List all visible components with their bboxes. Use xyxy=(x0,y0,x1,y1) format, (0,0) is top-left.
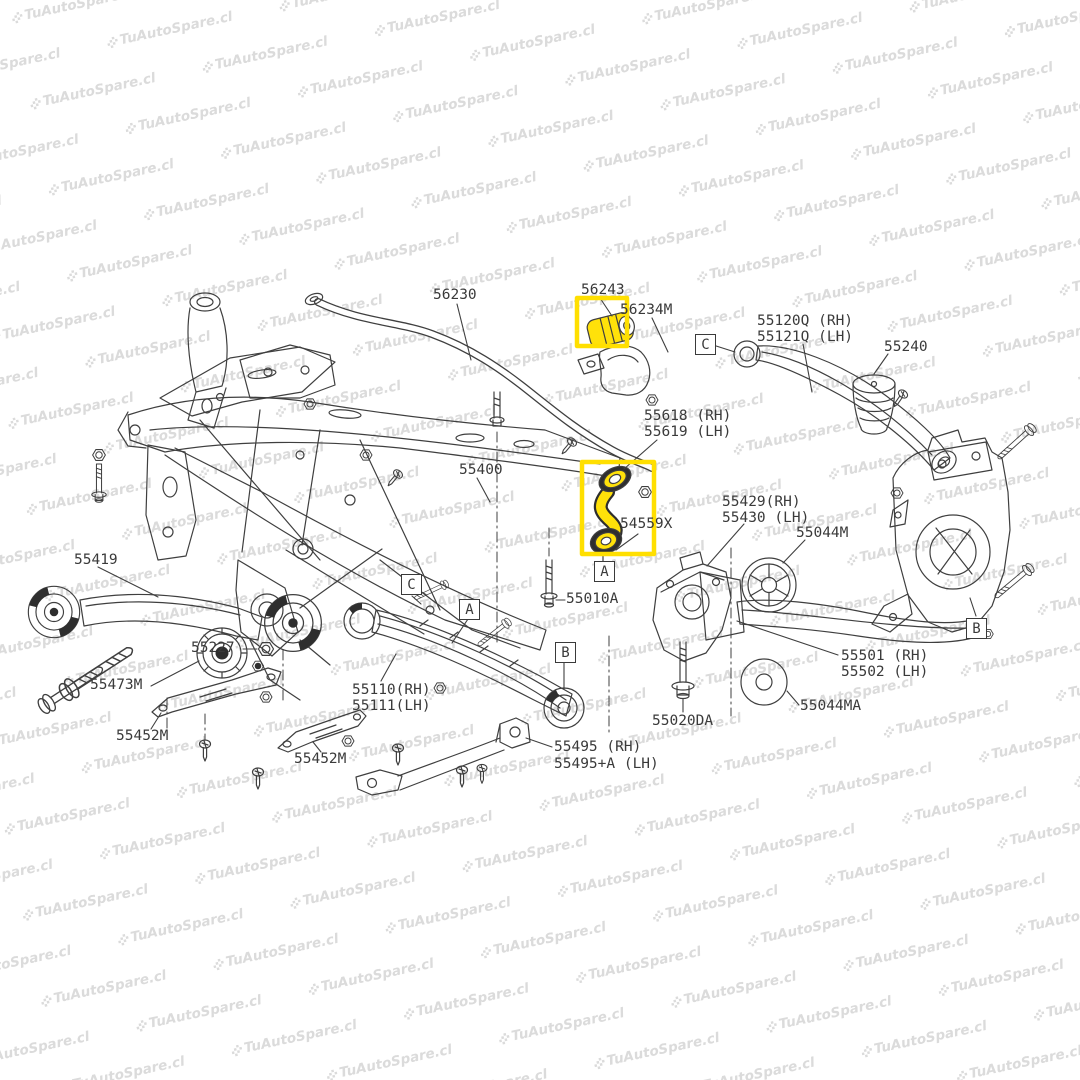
ref-box-A: A xyxy=(459,599,480,620)
part-label-55121Q-LH: 55121Q (LH) xyxy=(757,329,854,345)
center-lines xyxy=(166,431,732,741)
insulator-55240 xyxy=(852,374,910,435)
part-label-55495+A-LH: 55495+A (LH) xyxy=(554,756,659,772)
part-label-55419: 55419 xyxy=(74,552,118,568)
part-label-56243: 56243 xyxy=(581,282,625,298)
part-label-56230: 56230 xyxy=(433,287,477,303)
washer-55473M xyxy=(196,627,248,679)
part-label-55111-LH: 55111(LH) xyxy=(352,698,431,714)
part-label-55501-RH: 55501 (RH) xyxy=(841,648,929,664)
part-label-55020DA: 55020DA xyxy=(652,713,714,729)
part-label-55502-LH: 55502 (LH) xyxy=(841,664,929,680)
part-label-55120Q-RH: 55120Q (RH) xyxy=(757,313,854,329)
part-label-55452M: 55452M xyxy=(294,751,347,767)
subframe-55400 xyxy=(117,292,621,701)
bracket-55429 xyxy=(652,551,732,662)
part-label-55619-LH: 55619 (LH) xyxy=(644,424,732,440)
rear-lower-arm-55501 xyxy=(699,571,994,643)
ref-box-C: C xyxy=(401,574,422,595)
bolt-55020DA xyxy=(671,641,695,700)
nut-55227 xyxy=(251,641,275,672)
highlight-boxes xyxy=(574,295,657,557)
washer-55044MA xyxy=(740,658,788,706)
part-label-55452M: 55452M xyxy=(116,728,169,744)
ref-box-B: B xyxy=(555,642,576,663)
small-fasteners-bottom xyxy=(198,691,488,790)
part-label-55495-RH: 55495 (RH) xyxy=(554,739,642,755)
part-label-56234M: 56234M xyxy=(620,302,673,318)
bolt-55010A xyxy=(540,559,558,608)
stabilizer-bar-56230 xyxy=(304,292,656,472)
part-label-55618-RH: 55618 (RH) xyxy=(644,408,732,424)
part-label-55010A: 55010A xyxy=(566,591,619,607)
upper-arm-55120Q xyxy=(733,340,957,474)
ref-box-A: A xyxy=(594,561,615,582)
stabilizer-clamp-56234M xyxy=(577,345,659,406)
part-label-55110-RH: 55110(RH) xyxy=(352,682,431,698)
part-label-55430-LH: 55430 (LH) xyxy=(722,510,810,526)
part-label-55473M: 55473M xyxy=(90,677,143,693)
stabilizer-link-54559X xyxy=(589,465,652,562)
highlight-box-bushing xyxy=(574,295,630,349)
bushing-washer-55044M xyxy=(741,557,797,613)
part-label-55044MA: 55044MA xyxy=(800,698,862,714)
ref-box-C: C xyxy=(695,334,716,355)
brace-55452M-2 xyxy=(277,709,367,753)
front-lower-link-55419 xyxy=(27,548,383,717)
part-label-55400: 55400 xyxy=(459,462,503,478)
part-label-55044M: 55044M xyxy=(796,525,849,541)
leader-lines xyxy=(97,297,977,753)
part-label-55429-RH: 55429(RH) xyxy=(722,494,801,510)
part-label-55240: 55240 xyxy=(884,339,928,355)
highlight-box-link xyxy=(579,459,657,557)
part-label-55227: 55227 xyxy=(191,640,235,656)
rear-knuckle xyxy=(871,421,1039,633)
brace-55452M-1 xyxy=(151,667,282,718)
track-rod-55495 xyxy=(355,717,531,796)
part-label-54559X: 54559X xyxy=(620,516,673,532)
ref-box-B: B xyxy=(966,618,987,639)
subframe-fasteners xyxy=(91,391,579,604)
